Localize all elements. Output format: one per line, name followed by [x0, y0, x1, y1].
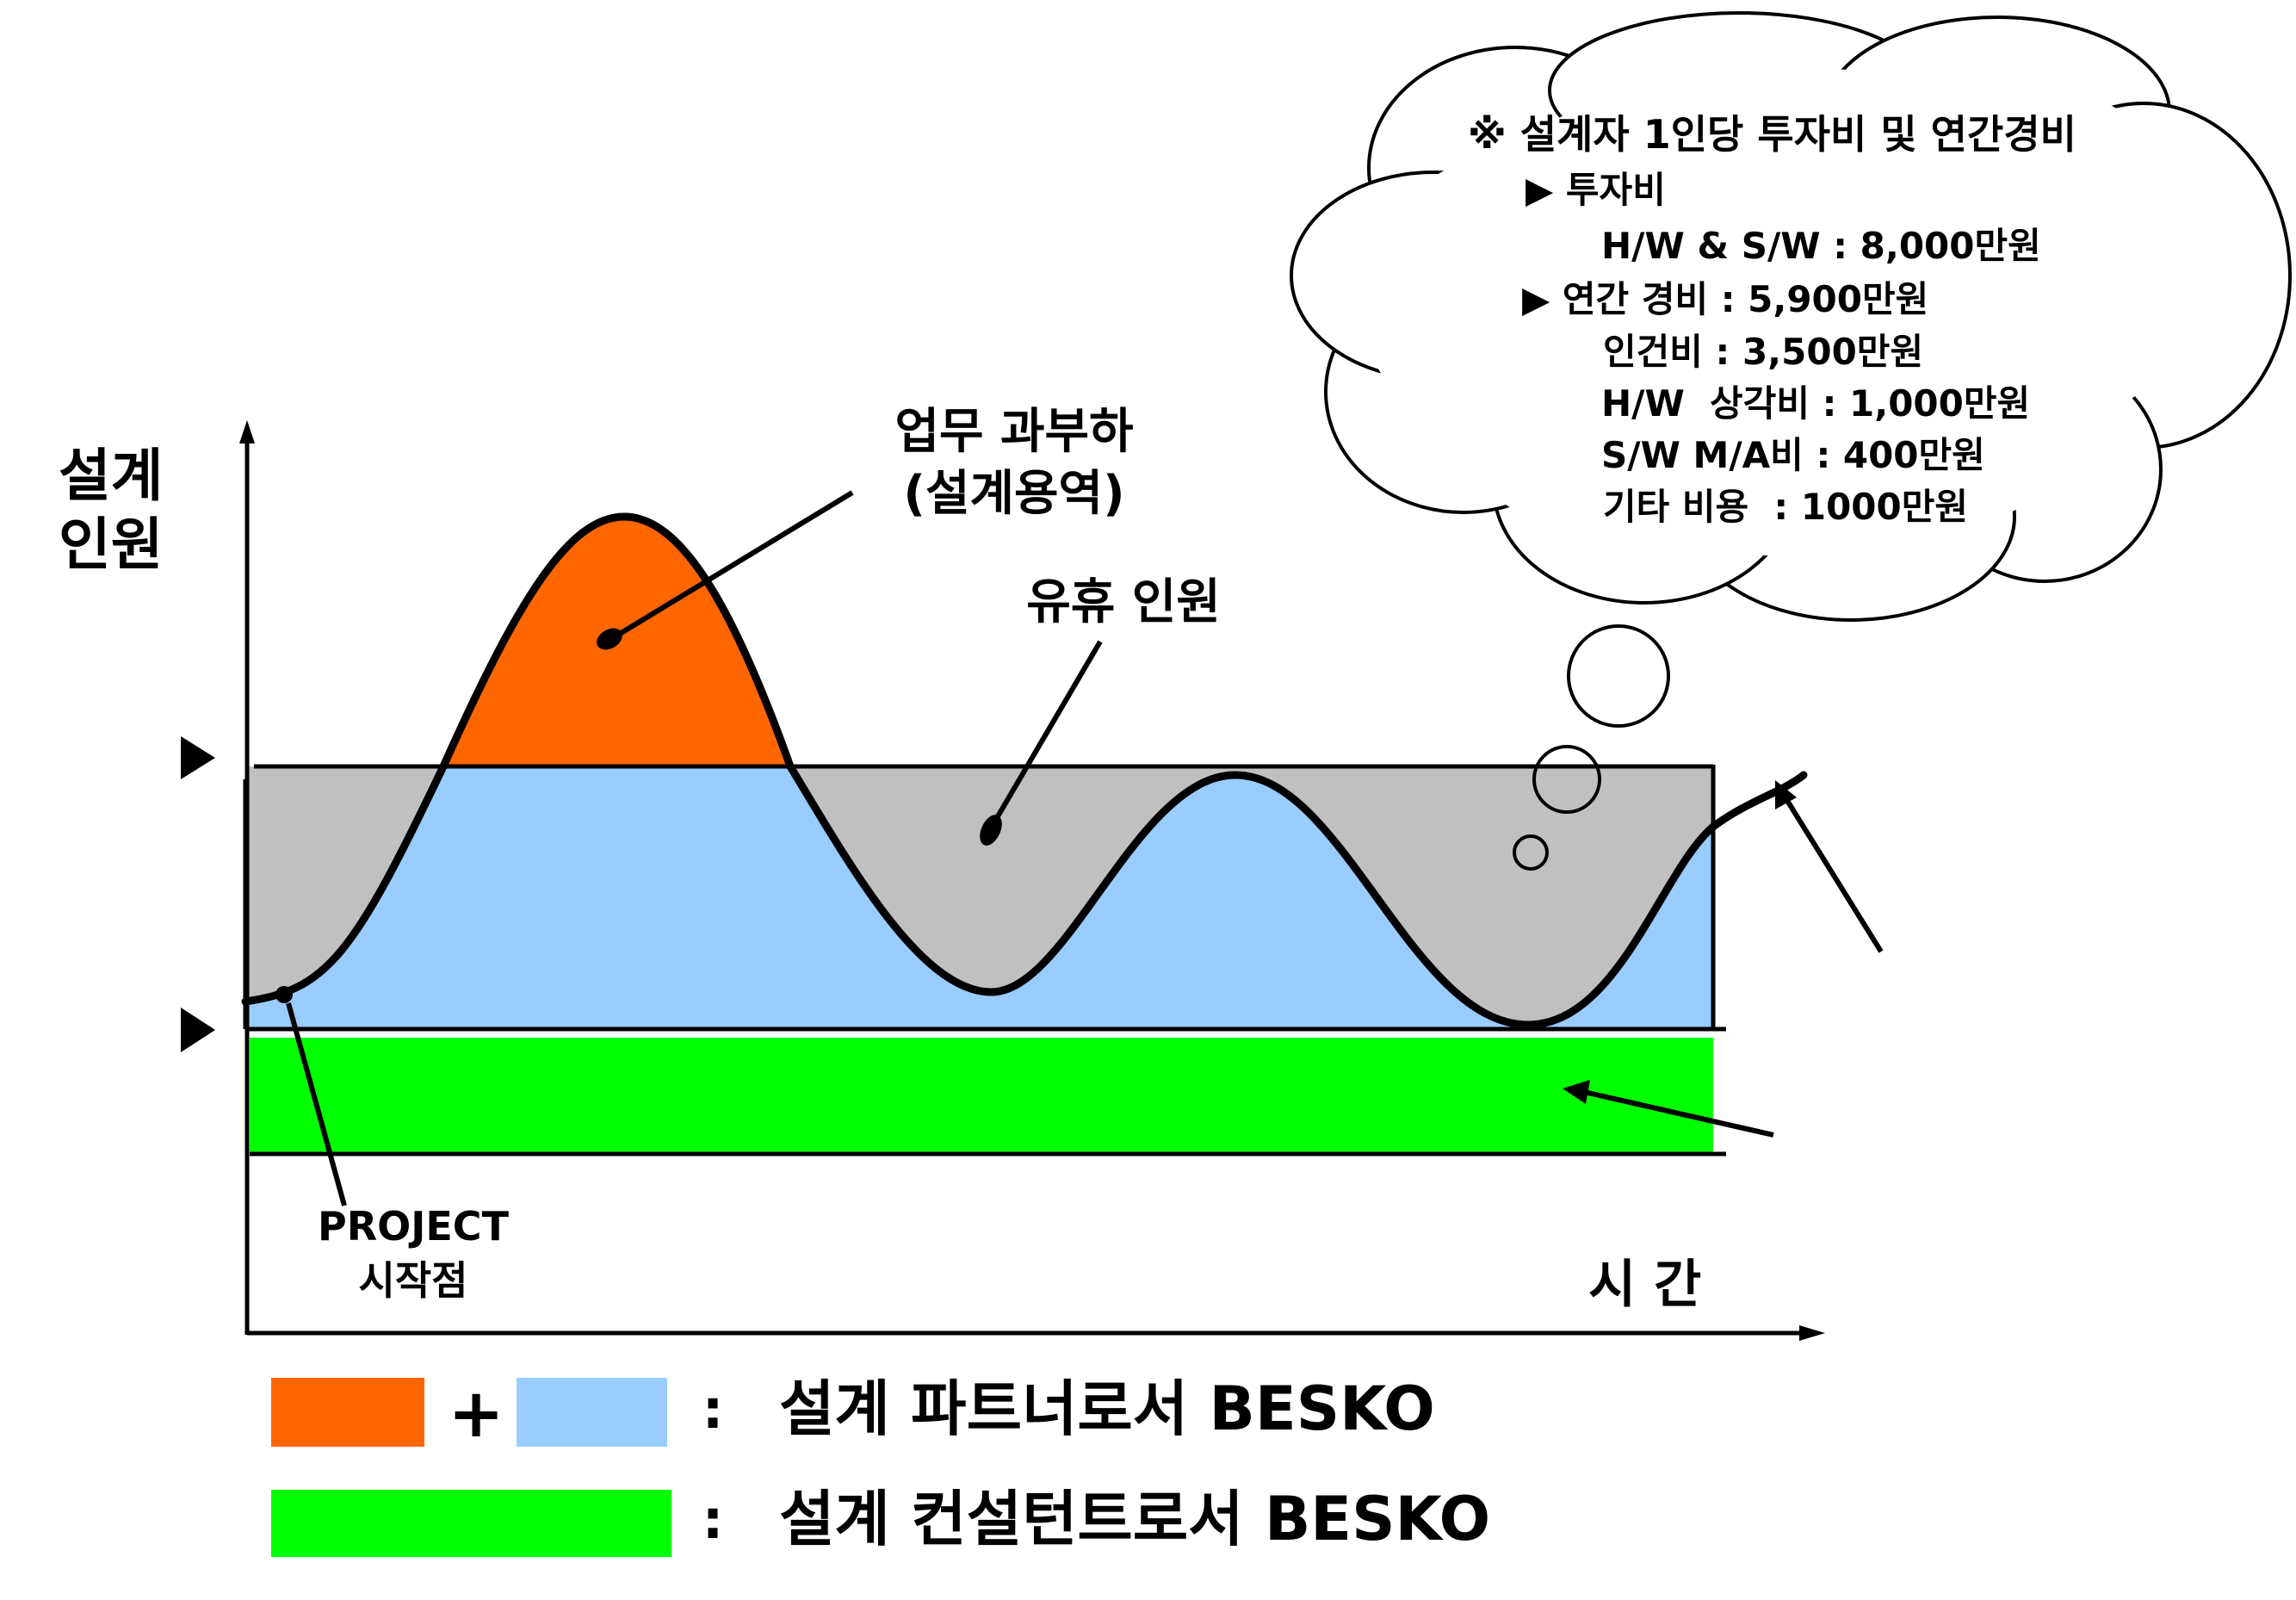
- overload-label-line1: 업무 과부하: [894, 404, 1133, 460]
- workload-area: [245, 766, 1713, 1029]
- cloud-invest-hw-sw: H/W & S/W : 8,000만원: [1601, 225, 2041, 267]
- y-axis-arrowhead: [239, 420, 255, 443]
- green-band-arrow-line: [1583, 1089, 1774, 1138]
- cloud-title: ※ 설계자 1인당 투자비 및 연간경비: [1468, 111, 2076, 158]
- cloud-other: 기타 비용 : 1000만원: [1603, 486, 1968, 528]
- workload-curve: [241, 512, 1808, 1029]
- y-axis-label-line2: 인원: [59, 512, 163, 578]
- project-start-label-line2: 시작점: [359, 1257, 468, 1304]
- x-axis-label: 시 간: [1588, 1255, 1701, 1315]
- consultant-band: [250, 1038, 1713, 1154]
- legend-colon-consultant: :: [702, 1488, 724, 1551]
- cloud-annual-header: ▶ 연간 경비 : 5,900만원: [1522, 278, 1928, 320]
- thought-bubble-large: [1567, 624, 1670, 728]
- project-start-leader: [286, 1002, 347, 1206]
- gray-band-arrow-line: [1779, 791, 1884, 953]
- legend-swatch-orange: [271, 1378, 424, 1447]
- upper-level-marker: [181, 736, 215, 779]
- x-axis-arrowhead: [1799, 1325, 1825, 1341]
- green-band-arrowhead: [1563, 1080, 1590, 1104]
- cloud-labor: 인건비 : 3,500만원: [1603, 331, 1923, 373]
- idle-leader-line: [989, 640, 1103, 828]
- gray-band-arrowhead: [1775, 780, 1797, 809]
- cloud-invest-header: ▶ 투자비: [1526, 169, 1666, 211]
- legend-plus: +: [448, 1375, 504, 1453]
- thought-bubble-medium: [1532, 745, 1601, 814]
- overload-leader-line: [610, 490, 854, 642]
- overload-leader-dot: [597, 628, 622, 650]
- y-axis-label-line1: 설계: [59, 443, 163, 509]
- cloud-hw-depreciation: H/W 상각비 : 1,000만원: [1601, 382, 2030, 425]
- thought-bubble-small: [1513, 834, 1549, 871]
- cloud-sw-ma: S/W M/A비 : 400만원: [1601, 434, 1985, 476]
- legend-partner-label: 설계 파트너로서 BESKO: [779, 1374, 1435, 1444]
- legend-swatch-green: [271, 1490, 671, 1557]
- idle-staff-label: 유휴 인원: [1026, 574, 1221, 630]
- overload-label-line2: (설계용역): [903, 466, 1124, 522]
- legend-colon-partner: :: [702, 1378, 724, 1441]
- legend-consultant-label: 설계 컨설턴트로서 BESKO: [779, 1484, 1490, 1554]
- legend-swatch-blue: [517, 1378, 667, 1447]
- project-start-label-line1: PROJECT: [318, 1203, 510, 1250]
- lower-level-marker: [181, 1008, 215, 1052]
- project-start-dot: [275, 986, 293, 1003]
- idle-leader-dot: [980, 815, 1002, 846]
